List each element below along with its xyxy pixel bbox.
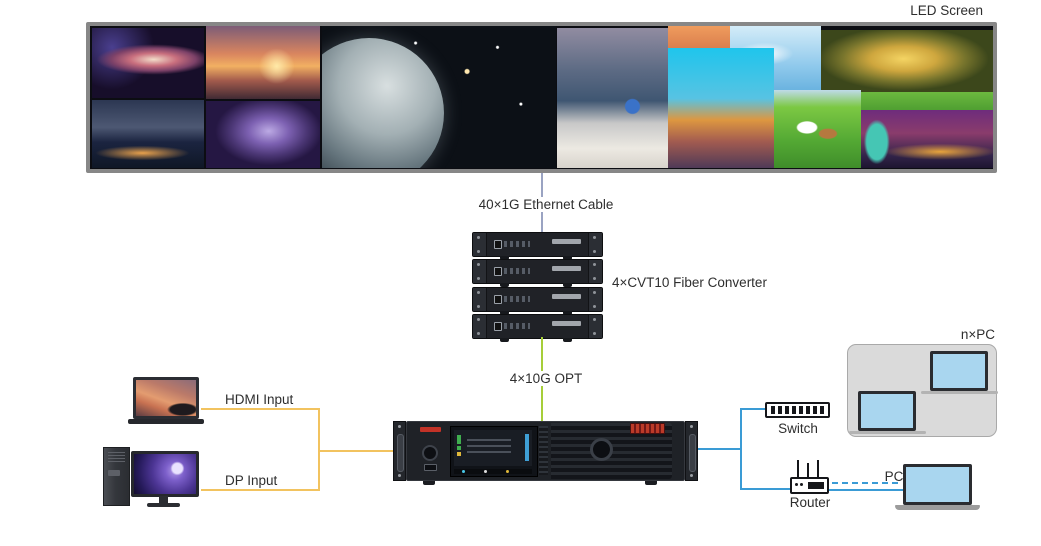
led-screen-label: LED Screen bbox=[910, 3, 983, 18]
router-pc-dashed-line bbox=[832, 482, 898, 484]
pc-monitor-base bbox=[849, 431, 926, 434]
fiber-converter-unit bbox=[472, 314, 603, 342]
converter-vent bbox=[552, 321, 581, 326]
controller-network-line bbox=[698, 448, 742, 450]
router-ports bbox=[808, 482, 824, 489]
router-branch-line bbox=[742, 488, 792, 490]
rack-ear bbox=[588, 233, 602, 256]
laptop-base bbox=[128, 419, 204, 424]
switch-branch-line bbox=[742, 408, 766, 410]
router-label: Router bbox=[789, 495, 831, 510]
statue-city-image bbox=[861, 110, 993, 168]
converter-markings bbox=[504, 268, 530, 274]
ethernet-switch bbox=[765, 402, 830, 418]
led-screen bbox=[86, 22, 997, 173]
controller-touchscreen bbox=[450, 426, 538, 477]
converter-markings bbox=[504, 323, 530, 329]
laptop-screen bbox=[133, 377, 199, 419]
control-knob bbox=[590, 438, 613, 461]
rack-handle bbox=[397, 434, 404, 472]
pc-laptop-base bbox=[895, 505, 980, 510]
usb-port bbox=[424, 464, 437, 471]
rack-handle bbox=[689, 434, 696, 472]
converter-port bbox=[494, 322, 502, 331]
converter-port bbox=[494, 295, 502, 304]
hdmi-source-laptop bbox=[128, 377, 204, 425]
grass-image bbox=[861, 92, 993, 112]
converter-markings bbox=[504, 296, 530, 302]
cows-image bbox=[774, 90, 861, 168]
converter-vent bbox=[552, 239, 581, 244]
dp-line bbox=[201, 489, 320, 491]
monitor-stand bbox=[159, 496, 168, 504]
converter-port bbox=[494, 267, 502, 276]
switch-ports bbox=[771, 410, 825, 414]
pc-label: PC bbox=[884, 469, 904, 484]
router-antenna bbox=[807, 463, 809, 478]
rack-ear bbox=[685, 421, 698, 481]
device-foot bbox=[645, 481, 657, 485]
fiber-converter-label: 4×CVT10 Fiber Converter bbox=[612, 275, 767, 290]
router-antenna bbox=[797, 460, 799, 478]
router bbox=[790, 477, 829, 494]
santorini-image bbox=[557, 28, 668, 168]
orange-sky-image bbox=[668, 26, 730, 50]
router-antenna bbox=[817, 460, 819, 478]
switch-label: Switch bbox=[778, 421, 818, 436]
converter-port bbox=[494, 240, 502, 249]
converter-markings bbox=[504, 241, 530, 247]
rack-ear bbox=[588, 288, 602, 311]
router-pc-line bbox=[829, 489, 904, 491]
night-coast-image bbox=[92, 100, 204, 168]
ethernet-cable-label: 40×1G Ethernet Cable bbox=[442, 197, 650, 212]
desktop-monitor bbox=[131, 451, 199, 497]
planet-image bbox=[322, 26, 556, 168]
pc-laptop-screen bbox=[903, 464, 972, 505]
galaxy-image bbox=[92, 28, 204, 98]
device-foot bbox=[423, 481, 435, 485]
pc-monitor bbox=[930, 351, 988, 391]
model-sticker bbox=[630, 423, 665, 434]
fiber-converter-unit bbox=[472, 232, 603, 260]
switch-ports bbox=[771, 406, 825, 410]
pc-monitor-base bbox=[921, 391, 998, 394]
input-merge-vertical-line bbox=[318, 408, 320, 491]
converter-vent bbox=[552, 266, 581, 271]
rack-ear bbox=[473, 288, 487, 311]
touchscreen-ui bbox=[454, 430, 532, 466]
input-merge-line bbox=[320, 450, 393, 452]
nebula-image bbox=[206, 101, 320, 168]
fiber-converter-unit bbox=[472, 287, 603, 315]
fiber-converter-unit bbox=[472, 259, 603, 287]
rack-ear bbox=[588, 315, 602, 338]
brand-logo bbox=[420, 427, 441, 432]
network-vertical-line bbox=[740, 408, 742, 490]
npc-group-box bbox=[847, 344, 998, 437]
vent-slats bbox=[539, 426, 548, 475]
rack-ear bbox=[393, 421, 406, 481]
desktop-tower bbox=[103, 447, 130, 506]
hdmi-input-label: HDMI Input bbox=[225, 392, 294, 407]
opt-label: 4×10G OPT bbox=[492, 371, 600, 386]
npc-group-label: n×PC bbox=[960, 327, 995, 342]
fiber-converter-stack bbox=[472, 232, 603, 342]
converter-vent bbox=[552, 294, 581, 299]
rack-ear bbox=[473, 315, 487, 338]
tower-drive-bay bbox=[108, 470, 120, 476]
hdmi-line bbox=[201, 408, 320, 410]
monitor-stand-base bbox=[147, 503, 180, 507]
tower-vents bbox=[108, 452, 125, 462]
golden-pond-image bbox=[821, 30, 993, 94]
power-knob bbox=[422, 445, 438, 461]
led-controller bbox=[393, 421, 698, 485]
dp-input-label: DP Input bbox=[225, 473, 278, 488]
rack-ear bbox=[588, 260, 602, 283]
sunset-pier-image bbox=[206, 26, 320, 99]
rack-ear bbox=[473, 233, 487, 256]
city-image bbox=[668, 48, 774, 168]
pc-monitor bbox=[858, 391, 916, 431]
rack-ear bbox=[473, 260, 487, 283]
touchscreen-statusbar bbox=[454, 469, 532, 474]
